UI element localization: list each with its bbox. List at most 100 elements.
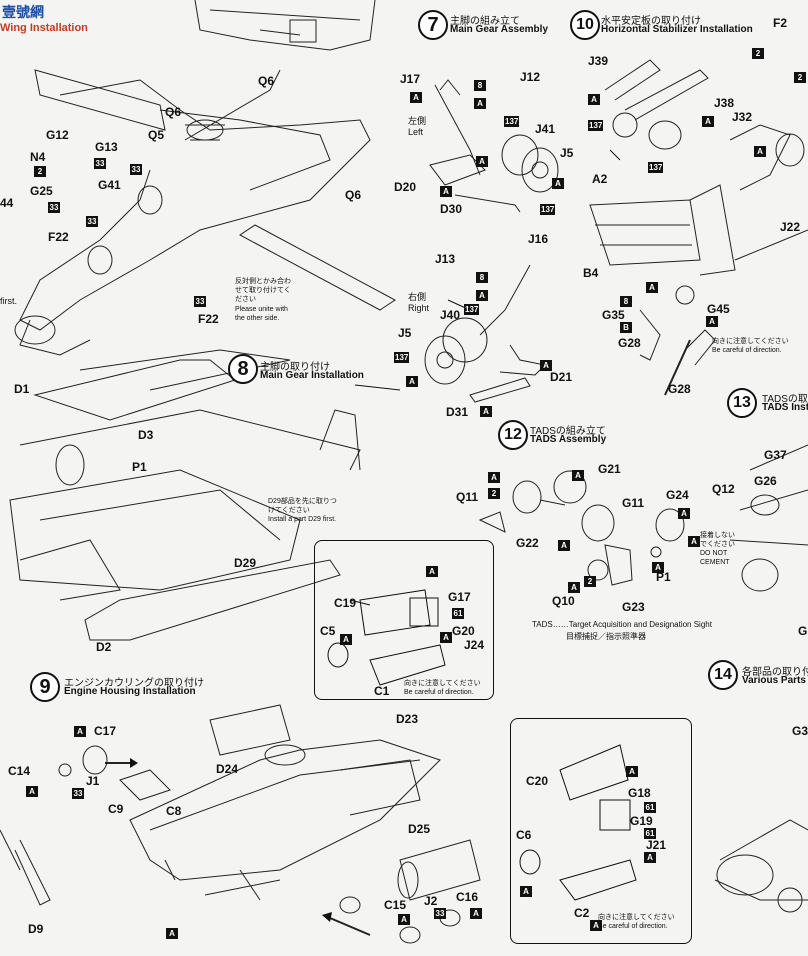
part-label: C19	[334, 596, 357, 610]
runner-badge: 2	[584, 576, 596, 587]
runner-badge: A	[644, 852, 656, 863]
part-label: D2	[96, 640, 112, 654]
note-nocement-en: DO NOT	[700, 550, 728, 557]
side-label-jp: 左側	[408, 116, 427, 126]
note-direction-jp: 向きに注意してください	[404, 680, 481, 687]
runner-badge: A	[488, 472, 500, 483]
part-label: A2	[592, 172, 608, 186]
runner-badge: A	[520, 886, 532, 897]
part-label: J12	[520, 70, 541, 84]
note-first: first.	[0, 296, 17, 306]
part-label: J22	[780, 220, 801, 234]
step-title-jp: 水平安定板の取り付け	[601, 16, 701, 27]
runner-badge: 137	[464, 304, 480, 315]
runner-badge: 61	[644, 828, 656, 839]
part-label: J39	[588, 54, 609, 68]
runner-badge: A	[406, 376, 418, 387]
note-nocement-en: CEMENT	[700, 559, 730, 566]
step-title-en: Horizontal Stabilizer Installation	[601, 24, 753, 35]
runner-badge: 137	[540, 204, 556, 215]
part-label: D29	[234, 556, 257, 570]
step-title-jp: 主脚の組み立て	[450, 16, 520, 27]
runner-badge: A	[440, 186, 452, 197]
part-label: D23	[396, 712, 419, 726]
part-label: G21	[598, 462, 621, 476]
part-label: G17	[448, 590, 471, 604]
runner-badge: A	[558, 540, 570, 551]
runner-badge: 61	[644, 802, 656, 813]
part-label: Q5	[148, 128, 165, 142]
part-label: G	[798, 624, 808, 638]
runner-badge: A	[440, 632, 452, 643]
part-label: C17	[94, 724, 117, 738]
runner-badge: 2	[488, 488, 500, 499]
part-label: G25	[30, 184, 53, 198]
note-unite-jp: せて取り付けてく	[235, 287, 291, 294]
part-label: J2	[424, 894, 438, 908]
part-label: J5	[560, 146, 574, 160]
part-label: Q6	[345, 188, 362, 202]
step-number: 12	[498, 420, 528, 450]
side-label-en: Right	[408, 303, 430, 313]
watermark-logo: 壹號網	[2, 4, 44, 20]
step-title-jp: 主脚の取り付け	[260, 362, 330, 373]
part-label: F22	[198, 312, 219, 326]
part-label: C2	[574, 906, 590, 920]
side-label-en: Left	[408, 127, 424, 137]
runner-badge: A	[568, 582, 580, 593]
part-label: J24	[464, 638, 485, 652]
part-label: Q12	[712, 482, 735, 496]
step-title-en: TADS Assembly	[530, 434, 607, 445]
step-title-en: Main Gear Installation	[260, 370, 364, 381]
part-label: C16	[456, 890, 479, 904]
runner-badge: A	[410, 92, 422, 103]
part-label: G45	[707, 302, 730, 316]
detail-box-step9	[510, 718, 692, 944]
part-label: F22	[48, 230, 69, 244]
runner-badge: A	[474, 98, 486, 109]
part-label: J17	[400, 72, 421, 86]
part-label: C8	[166, 804, 182, 818]
runner-badge: 2	[34, 166, 46, 177]
runner-badge: A	[476, 156, 488, 167]
part-label: G13	[95, 140, 118, 154]
runner-badge: A	[398, 914, 410, 925]
runner-badge: 2	[752, 48, 764, 59]
runner-badge: A	[426, 566, 438, 577]
part-label: J21	[646, 838, 667, 852]
runner-badge: 33	[194, 296, 206, 307]
step-number: 10	[570, 10, 600, 40]
part-label: D3	[138, 428, 154, 442]
part-label: C5	[320, 624, 336, 638]
runner-badge: A	[476, 290, 488, 301]
runner-badge: 137	[588, 120, 604, 131]
part-label: N4	[30, 150, 46, 164]
part-label: C14	[8, 764, 31, 778]
runner-badge: A	[572, 470, 584, 481]
part-label: Q6	[165, 105, 182, 119]
part-label: G12	[46, 128, 69, 142]
part-label: C6	[516, 828, 532, 842]
part-label: C15	[384, 898, 407, 912]
side-label-jp: 右側	[408, 292, 427, 302]
part-label: G20	[452, 624, 475, 638]
runner-badge: A	[590, 920, 602, 931]
note-d29-jp: D29部品を先に取りつ	[268, 498, 337, 505]
part-label: D31	[446, 405, 469, 419]
part-label: J5	[398, 326, 412, 340]
part-label: 44	[0, 196, 14, 210]
note-unite-en: Please unite with	[235, 306, 288, 313]
runner-badge: 8	[474, 80, 486, 91]
part-label: G19	[630, 814, 653, 828]
part-label: J16	[528, 232, 549, 246]
part-label: G37	[764, 448, 787, 462]
note-direction-en: Be careful of direction.	[404, 689, 474, 696]
note-d29-en: Install a part D29 first.	[268, 516, 337, 523]
part-label: D30	[440, 202, 463, 216]
runner-badge: 137	[394, 352, 410, 363]
part-label: P1	[656, 570, 671, 584]
part-label: J1	[86, 774, 100, 788]
part-label: J32	[732, 110, 753, 124]
runner-badge: A	[340, 634, 352, 645]
